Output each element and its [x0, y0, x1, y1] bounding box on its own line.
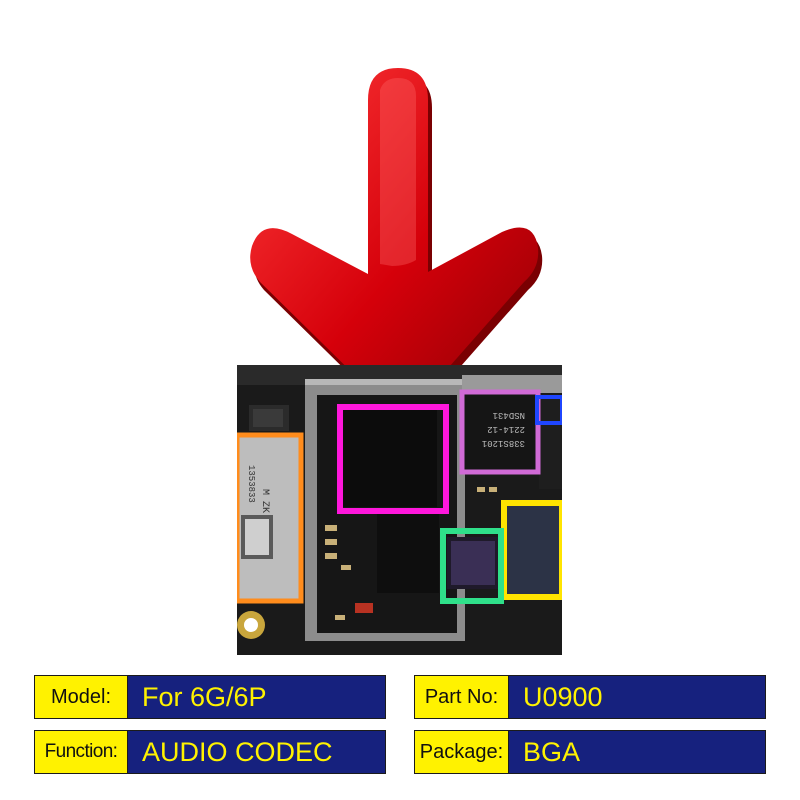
chip-marking: 338S1201: [482, 438, 525, 448]
circuit-board-image: M ZK 1353833 338S1201 2214-12 NSD431: [237, 365, 562, 655]
package-label: Package:: [415, 731, 509, 773]
shield-marking: 1353833: [246, 465, 256, 503]
function-value: AUDIO CODEC: [128, 731, 385, 773]
chip-marking: 2214-12: [487, 424, 525, 434]
target-chip-highlight: [337, 404, 449, 514]
chip-marking: NSD431: [493, 410, 525, 420]
part-no-label: Part No:: [415, 676, 509, 718]
model-value: For 6G/6P: [128, 676, 385, 718]
part-no-spec: Part No: U0900: [414, 675, 766, 719]
shield-marking: M ZK: [259, 489, 270, 513]
down-arrow-icon: [250, 68, 543, 418]
function-spec: Function: AUDIO CODEC: [34, 730, 386, 774]
model-spec: Model: For 6G/6P: [34, 675, 386, 719]
function-label: Function:: [35, 731, 128, 773]
package-spec: Package: BGA: [414, 730, 766, 774]
package-value: BGA: [509, 731, 765, 773]
part-no-value: U0900: [509, 676, 765, 718]
model-label: Model:: [35, 676, 128, 718]
